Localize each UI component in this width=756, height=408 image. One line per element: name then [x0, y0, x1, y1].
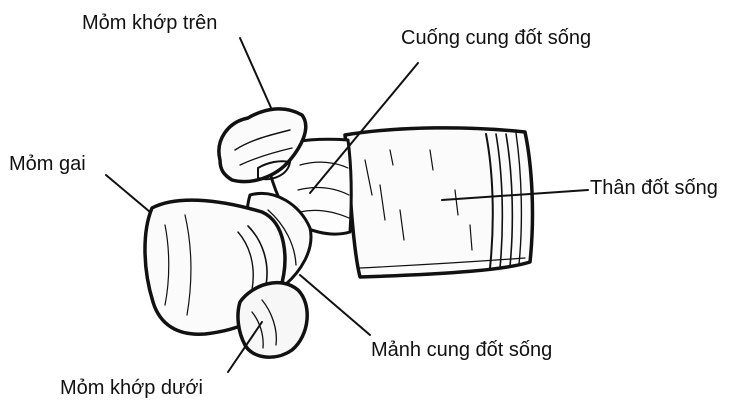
- label-vertebral-body: Thân đốt sống: [590, 178, 718, 198]
- label-spinous-process: Mỏm gai: [9, 154, 86, 174]
- label-lamina: Mảnh cung đốt sống: [371, 340, 552, 360]
- leader-lamina: [300, 275, 370, 335]
- leader-spinous: [106, 175, 150, 212]
- inferior-articular-process-shape: [238, 283, 307, 358]
- label-inferior-articular-process: Mỏm khớp dưới: [60, 378, 203, 398]
- label-superior-articular-process: Mỏm khớp trên: [82, 13, 217, 33]
- label-pedicle: Cuống cung đốt sống: [401, 28, 591, 48]
- leader-superior-articular: [240, 38, 272, 110]
- vertebral-body-shape: [345, 128, 532, 277]
